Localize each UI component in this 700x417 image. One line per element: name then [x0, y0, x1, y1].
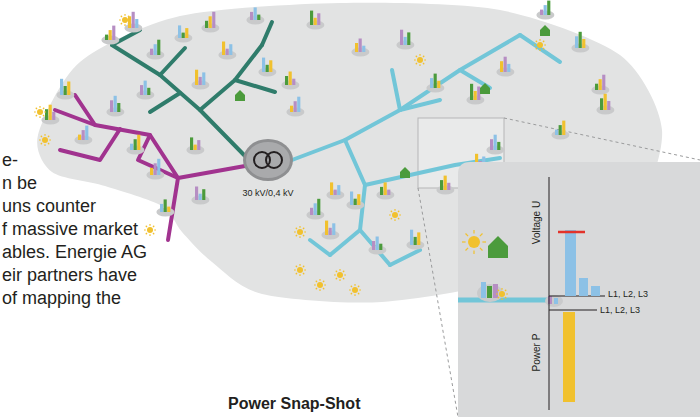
axis-title: Voltage U [532, 200, 543, 243]
body-text: eir partners have [2, 265, 137, 286]
sun-icon [294, 226, 306, 238]
load-bars [186, 137, 204, 154]
load-bars [436, 176, 454, 195]
house-icon [488, 236, 508, 258]
feeder-line [262, 22, 272, 45]
load-bars [376, 182, 394, 199]
transformer-outline [238, 138, 298, 186]
sun-icon [314, 279, 326, 291]
zoom-leader [418, 188, 458, 417]
body-text: n be [2, 173, 37, 194]
sun-icon [119, 14, 131, 26]
feeder-line [160, 48, 185, 75]
load-bars [496, 57, 514, 77]
sun-icon [389, 209, 401, 221]
load-bars [368, 237, 386, 255]
feeder-line [235, 80, 275, 92]
load-bars [486, 135, 504, 155]
feeder-line [392, 70, 400, 110]
feeder-line [310, 240, 330, 255]
house-icon [540, 25, 550, 36]
load-bars [351, 39, 369, 57]
sun-icon [39, 134, 51, 146]
feeder-line [200, 45, 262, 110]
feeder-line [112, 45, 245, 156]
snapshot-panel: Voltage U L1, L2, L3 L1, L2, L3 Power P [458, 162, 700, 417]
feeder-line [138, 135, 178, 178]
panel-chart [458, 162, 700, 417]
feeder-line [390, 250, 420, 265]
house-icon [400, 167, 410, 178]
load-bars [596, 94, 614, 115]
load-bars [146, 40, 164, 60]
load-bars [326, 182, 344, 199]
body-text: f massive market [2, 219, 138, 240]
sun-icon [496, 288, 508, 300]
load-bars [591, 75, 609, 95]
feeder-line [75, 95, 95, 125]
phase-label: L1, L2, L3 [608, 289, 648, 299]
load-bars [174, 25, 192, 42]
sun-icon [414, 54, 426, 66]
load-bars [321, 221, 339, 240]
load-bars [136, 81, 154, 100]
load-bars [191, 187, 209, 205]
zoom-leader [504, 118, 700, 160]
sun-icon [294, 264, 306, 276]
load-bars [396, 30, 414, 50]
load-bars [41, 105, 59, 125]
load-bars [101, 26, 119, 45]
house-icon [235, 90, 245, 101]
load-bars [281, 72, 299, 90]
load-bars [124, 12, 142, 33]
sun-icon [144, 224, 156, 236]
load-bars [306, 199, 324, 220]
body-text: uns counter [2, 196, 96, 217]
load-bars [346, 192, 364, 210]
load-bars [571, 32, 589, 53]
load-bars [191, 70, 209, 90]
load-bars [156, 199, 174, 216]
load-bars [551, 121, 569, 140]
load-bars [286, 97, 304, 117]
sun-icon [349, 284, 361, 296]
axis-title: Power P [531, 333, 542, 371]
sun-icon [534, 39, 546, 51]
feeder-line [60, 129, 120, 160]
sun-icon [462, 230, 486, 254]
load-bars [126, 135, 144, 155]
body-text: e- [2, 150, 18, 171]
section-heading: Power Snap-Shot [228, 395, 360, 413]
sun-icon [34, 106, 46, 118]
load-bars [426, 74, 444, 93]
body-text: of mapping the [2, 288, 121, 309]
load-bars [246, 7, 264, 24]
feeder-line [520, 35, 560, 62]
load-bars [106, 96, 124, 117]
body-text: ables. Energie AG [2, 242, 147, 263]
load-bars [406, 230, 424, 250]
feeder-line [345, 140, 390, 265]
sun-icon [334, 269, 346, 281]
load-bars [146, 159, 164, 180]
load-bars [201, 12, 219, 33]
load-bars [536, 1, 554, 20]
load-bars [306, 11, 324, 30]
feeder-line [292, 35, 520, 160]
load-bars [258, 58, 276, 77]
voltage-rating: 30 kV/0,4 kV [242, 188, 293, 198]
load-bars [218, 42, 236, 60]
house-icon [480, 83, 490, 94]
phase-label: L1, L2, L3 [600, 305, 640, 315]
load-bars [74, 126, 92, 145]
load-bars [56, 79, 74, 100]
feeder-line [150, 93, 180, 112]
feeder-line [400, 100, 440, 110]
transformer-symbol: 30 kV/0,4 kV [238, 138, 298, 196]
feeder-line [55, 110, 178, 178]
